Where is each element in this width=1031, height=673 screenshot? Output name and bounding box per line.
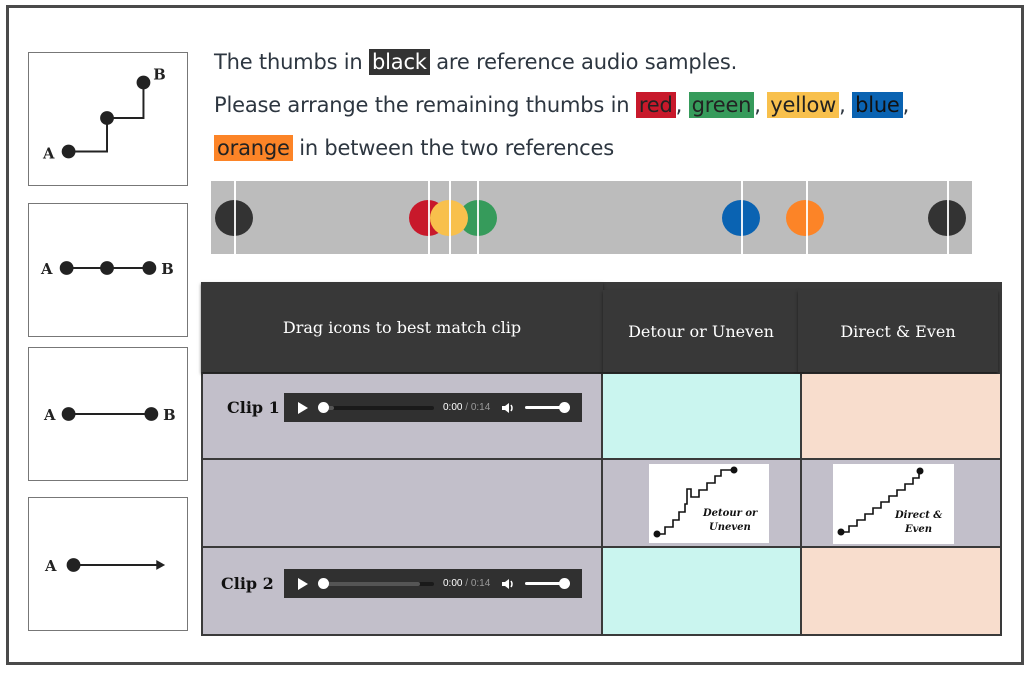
clip-2-cell: Clip 2 0:00 / 0:14 [203,548,601,634]
svg-text:A: A [40,261,53,278]
tick-mark [234,181,236,254]
clip-2-direct-dropzone[interactable] [802,548,1000,634]
instruction-line-3: orange in between the two references [214,130,614,166]
svg-text:A: A [43,407,56,424]
instruction-text: Please arrange the remaining thumbs in [214,93,630,117]
tick-mark [477,181,479,254]
svg-text:A: A [44,558,57,575]
time-display: 0:00 / 0:14 [443,402,491,413]
even-staircase-icon: Direct & Even [837,467,942,536]
tick-mark [741,181,743,254]
header-detour-or-uneven: Detour or Uneven [603,290,799,372]
header-drag-instructions: Drag icons to best match clip [201,282,603,372]
svg-text:B: B [163,407,175,424]
clip-1-direct-dropzone[interactable] [802,374,1000,458]
detour-icon-cell: Detour or Uneven [603,460,800,546]
comma: , [675,93,683,117]
line-with-midpoint-icon: A B [40,261,174,278]
black-highlight: black [369,49,430,75]
play-icon[interactable] [298,577,308,590]
svg-text:B: B [161,261,173,278]
diagram-arrow: A [28,497,188,631]
svg-text:Uneven: Uneven [709,522,751,533]
clip-2-detour-dropzone[interactable] [603,548,800,634]
diagram-two-dots: A B [28,347,188,481]
svg-text:Even: Even [904,524,932,535]
arrow-icon: A [44,558,166,575]
tick-mark [428,181,430,254]
header-direct-and-even: Direct & Even [798,290,998,372]
tick-mark [449,181,451,254]
instruction-line-1: The thumbs in black are reference audio … [214,44,737,80]
clip-1-label: Clip 1 [227,398,280,417]
clip-matching-table: Drag icons to best match clip Detour or … [201,282,1002,636]
volume-slider[interactable] [525,402,571,413]
clip-1-audio-player: 0:00 / 0:14 [284,393,582,422]
clip-2-label: Clip 2 [221,574,274,593]
staircase-path-icon: A B [42,67,166,163]
time-display: 0:00 / 0:14 [443,578,491,589]
thumb-orange[interactable] [786,200,824,236]
seek-knob[interactable] [318,577,329,589]
detour-or-uneven-draggable-icon[interactable]: Detour or Uneven [649,464,769,543]
svg-text:B: B [153,67,165,84]
svg-text:Direct &: Direct & [894,510,942,521]
instruction-text: The thumbs in [214,50,363,74]
tick-mark [806,181,808,254]
ranking-slider-track[interactable] [211,181,972,254]
comma: , [839,93,846,117]
direct-icon-cell: Direct & Even [802,460,1000,546]
uneven-staircase-icon: Detour or Uneven [653,466,758,538]
svg-text:Detour or: Detour or [702,508,758,519]
tick-mark [947,181,949,254]
clip-1-detour-dropzone[interactable] [603,374,800,458]
yellow-highlight: yellow [767,92,840,118]
comma: , [754,93,761,117]
direct-and-even-draggable-icon[interactable]: Direct & Even [833,464,954,544]
instruction-text: in between the two references [299,136,614,160]
volume-icon[interactable] [502,578,516,590]
seek-bar[interactable] [318,401,434,413]
blue-highlight: blue [852,92,903,118]
comma: , [902,93,910,117]
seek-knob[interactable] [318,401,329,413]
green-highlight: green [688,92,755,118]
orange-highlight: orange [214,135,293,161]
play-icon[interactable] [298,401,308,414]
svg-text:A: A [42,145,55,162]
instruction-line-2: Please arrange the remaining thumbs in r… [214,87,909,123]
seek-bar[interactable] [318,577,434,589]
straight-line-icon: A B [43,407,176,424]
clip-2-audio-player: 0:00 / 0:14 [284,569,582,598]
volume-slider[interactable] [525,578,571,589]
instruction-text: are reference audio samples. [436,50,738,74]
diagram-three-dots: A B [28,203,188,337]
diagram-staircase: A B [28,52,188,186]
volume-icon[interactable] [502,402,516,414]
icon-row-empty-cell [203,460,601,546]
clip-1-cell: Clip 1 0:00 / 0:14 [203,374,601,458]
red-highlight: red [635,92,676,118]
